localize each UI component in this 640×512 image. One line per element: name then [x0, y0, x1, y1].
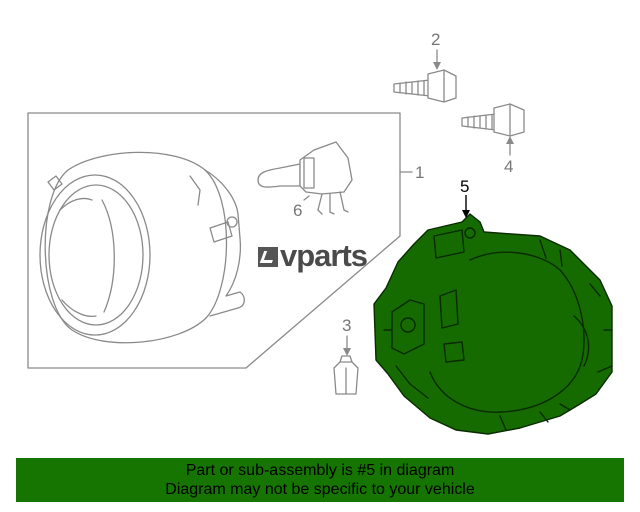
bolt-2: [393, 69, 457, 103]
banner-line-2: Diagram may not be specific to your vehi…: [165, 481, 475, 498]
callout-4: 4: [504, 157, 513, 176]
vparts-logo-icon: [258, 247, 278, 267]
callout-3: 3: [342, 316, 351, 335]
callout-2: 2: [431, 30, 440, 49]
banner-line-1: Part or sub-assembly is #5 in diagram: [185, 462, 455, 479]
watermark-text: vparts: [280, 238, 368, 273]
bulb: [257, 141, 353, 215]
bracket-highlighted: [373, 213, 613, 435]
vparts-watermark: vparts: [258, 238, 368, 274]
clip: [333, 355, 359, 395]
fog-lamp-assembly: [39, 151, 245, 344]
arrow-4: [506, 136, 514, 144]
arrow-2: [433, 62, 441, 70]
arrow-3: [343, 348, 351, 356]
callout-6: 6: [293, 201, 302, 220]
callout-leader-6: [303, 195, 310, 201]
callout-1: 1: [415, 163, 424, 182]
parts-diagram: 1 2 3 4 5 6: [27, 30, 613, 435]
arrow-5: [462, 210, 470, 218]
info-banner: Part or sub-assembly is #5 in diagram Di…: [16, 458, 624, 502]
assembly-outline: [27, 112, 401, 369]
callout-5: 5: [460, 177, 469, 196]
bolt-4: [461, 103, 525, 137]
